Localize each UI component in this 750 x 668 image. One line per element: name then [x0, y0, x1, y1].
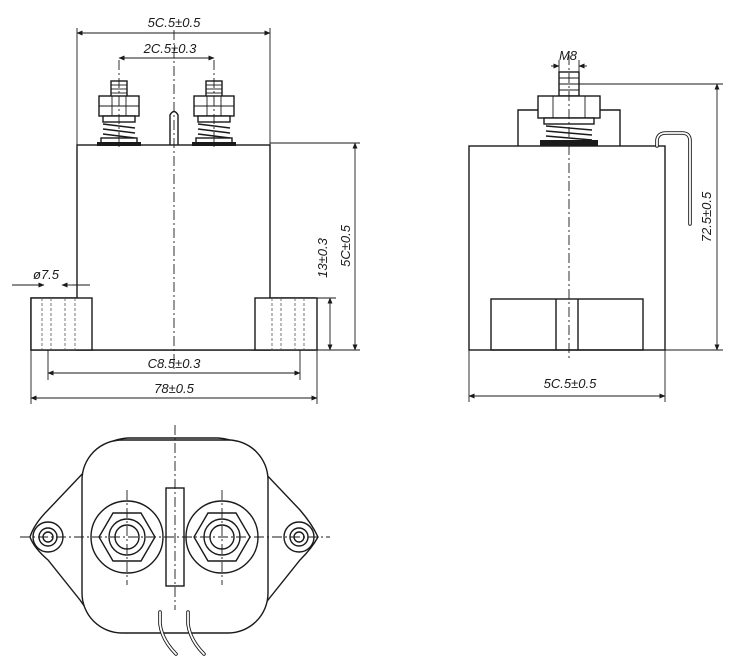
front-left-mount-boss: [30, 297, 93, 351]
front-view: [30, 30, 318, 372]
side-mount-boss: [490, 298, 644, 351]
dim-body-height: 13±0.3: [315, 237, 330, 277]
front-dimensions: 5C.5±0.5 2C.5±0.3 ø7.5 13±0.3 5C±0.5 C8.…: [12, 15, 360, 404]
side-terminal: [537, 71, 601, 146]
front-right-mount-boss: [254, 297, 318, 351]
side-body: [468, 145, 666, 351]
dim-mount-hole-diameter: ø7.5: [33, 267, 60, 282]
side-top-bracket: [517, 109, 621, 146]
dim-flange-width: 78±0.5: [154, 381, 194, 396]
front-body: [76, 144, 271, 351]
side-dimensions: M8 72.5±0.5 5C.5±0.5: [468, 48, 723, 402]
top-view: [20, 425, 330, 656]
side-coil-wire: [655, 131, 692, 226]
dim-thread-size: M8: [559, 48, 578, 63]
dim-terminal-spacing: 2C.5±0.3: [143, 41, 197, 56]
top-coil-wires: [158, 610, 206, 656]
dim-front-overall-width: 5C.5±0.5: [148, 15, 201, 30]
side-view: [468, 55, 692, 358]
dim-overall-body-height: 5C±0.5: [338, 224, 353, 267]
dim-mount-hole-spacing: C8.5±0.3: [148, 356, 201, 371]
dim-side-total-height: 72.5±0.5: [699, 191, 714, 242]
dim-side-width: 5C.5±0.5: [544, 376, 597, 391]
